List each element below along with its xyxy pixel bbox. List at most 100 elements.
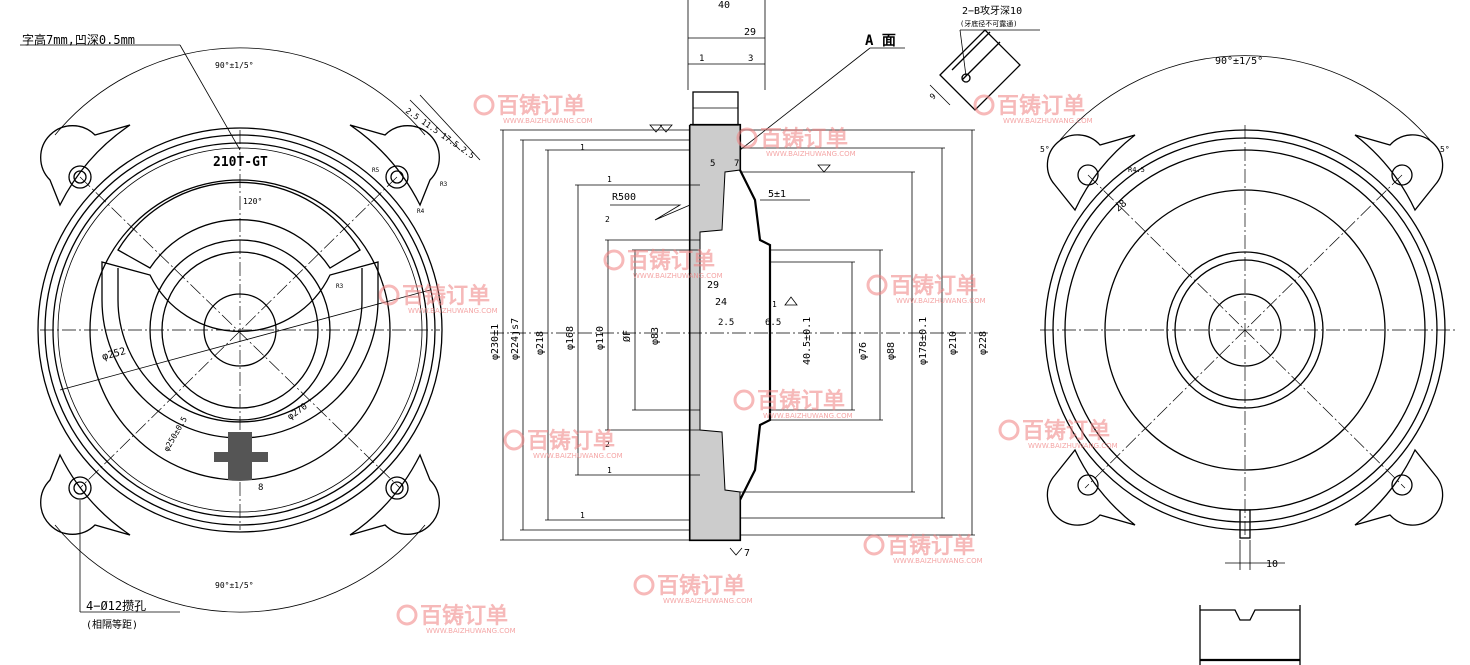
watermark-url: WWW.BAIZHUWANG.COM (766, 150, 856, 158)
watermark-text: 百铸订单 (757, 388, 845, 414)
left-dia-83: φ83 (650, 327, 661, 345)
small-num-8: 7 (734, 159, 739, 169)
right-angle-left: 5° (1040, 145, 1050, 154)
watermark-url: WWW.BAIZHUWANG.COM (533, 452, 623, 460)
left-angle-top: 90°±1/5° (215, 61, 254, 70)
hole-note-sub: (相隔等距) (86, 618, 138, 631)
watermark-logo-icon (378, 284, 400, 306)
thread-dim: 9 (928, 92, 938, 102)
dim-2-5: 2.5 (718, 318, 734, 328)
right-rear-view (1040, 55, 1455, 665)
watermark-logo-icon (998, 419, 1020, 441)
left-front-view (20, 44, 481, 613)
left-dia-252: φ252 (101, 346, 127, 363)
part-code-label: 210T-GT (213, 155, 268, 170)
watermark-logo-icon (736, 127, 758, 149)
right-dim-10: 10 (1266, 559, 1278, 570)
watermark-url: WWW.BAIZHUWANG.COM (408, 307, 498, 315)
watermark-text: 百铸订单 (997, 93, 1085, 119)
watermark-text: 百铸订单 (657, 573, 745, 599)
dim-24: 24 (715, 297, 727, 308)
r-label-1: R5 (372, 167, 380, 174)
char-height-note: 字高7mm,凹深0.5mm (22, 32, 135, 47)
watermark-logo-icon (503, 429, 525, 451)
watermark-logo-icon (603, 249, 625, 271)
small-num-3: 2 (605, 215, 610, 224)
section-dim-3-top: 3 (748, 54, 753, 64)
r500-label: R500 (612, 192, 636, 203)
watermark-logo-icon (396, 604, 418, 626)
right-dia-228: φ228 (978, 331, 989, 355)
small-num-4: 2 (605, 440, 610, 449)
watermark-url: WWW.BAIZHUWANG.COM (763, 412, 853, 420)
small-num-5: 1 (607, 466, 612, 475)
thread-subtitle: (牙底径不可露通) (960, 19, 1017, 28)
thread-title: 2−B攻牙深10 (962, 4, 1022, 17)
hole-note: 4−Ø12攒孔 (86, 599, 146, 613)
r-label-4: R3 (336, 283, 344, 290)
dim-7: 7 (744, 548, 750, 559)
watermark-url: WWW.BAIZHUWANG.COM (426, 627, 516, 635)
watermark-text: 百铸订单 (497, 93, 585, 119)
section-dim-1-top: 1 (699, 54, 704, 64)
right-angle-right: 5° (1440, 145, 1450, 154)
small-num-7: 5 (710, 159, 715, 169)
left-slot-width: 8 (258, 483, 263, 493)
surface-a-label: A 面 (865, 33, 896, 49)
watermark-text: 百铸订单 (890, 273, 978, 299)
right-dia-178: φ178±0.1 (918, 317, 929, 365)
dim-5-1: 5±1 (768, 189, 786, 200)
watermark-logo-icon (733, 389, 755, 411)
r-label-3: R4 (417, 208, 425, 215)
watermark-url: WWW.BAIZHUWANG.COM (1003, 117, 1093, 125)
watermark-group: 百铸订单WWW.BAIZHUWANG.COM百铸订单WWW.BAIZHUWANG… (378, 93, 1118, 635)
left-angle-inner: 120° (243, 197, 262, 206)
right-dia-76: φ76 (858, 342, 869, 360)
section-dim-29-top: 29 (744, 27, 756, 38)
small-num-1: 1 (580, 143, 585, 152)
watermark-text: 百铸订单 (887, 533, 975, 559)
small-num-6: 1 (580, 511, 585, 520)
watermark-url: WWW.BAIZHUWANG.COM (893, 557, 983, 565)
left-dia-f: ØF (621, 330, 633, 342)
watermark-logo-icon (863, 534, 885, 556)
right-dia-210: φ210 (948, 331, 959, 355)
right-angle-top: 90°±1/5° (1215, 56, 1263, 67)
right-dim-28: 28 (1113, 198, 1129, 214)
section-view (490, 0, 990, 556)
watermark-url: WWW.BAIZHUWANG.COM (1028, 442, 1118, 450)
section-top-header: 40 (718, 0, 730, 11)
thread-detail (929, 29, 1040, 111)
left-dia-230: φ230±1 (490, 324, 501, 360)
left-angle-bottom: 90°±1/5° (215, 581, 254, 590)
small-num-2: 1 (607, 175, 612, 184)
watermark-logo-icon (973, 94, 995, 116)
left-dia-224: φ224js7 (510, 318, 521, 360)
watermark-logo-icon (633, 574, 655, 596)
watermark-logo-icon (473, 94, 495, 116)
watermark-url: WWW.BAIZHUWANG.COM (503, 117, 593, 125)
watermark-text: 百铸订单 (627, 248, 715, 274)
dim-29: 29 (707, 280, 719, 291)
left-dia-250: φ250±0.5 (162, 415, 189, 453)
small-num-9: 1 (772, 300, 777, 309)
watermark-text: 百铸订单 (420, 603, 508, 629)
dim-40-5: 40.5±0.1 (802, 317, 813, 365)
dim-6-5: 6.5 (765, 318, 781, 328)
watermark-url: WWW.BAIZHUWANG.COM (663, 597, 753, 605)
watermark-url: WWW.BAIZHUWANG.COM (633, 272, 723, 280)
watermark-logo-icon (866, 274, 888, 296)
watermark-url: WWW.BAIZHUWANG.COM (896, 297, 986, 305)
left-dia-110: φ110 (595, 326, 606, 350)
